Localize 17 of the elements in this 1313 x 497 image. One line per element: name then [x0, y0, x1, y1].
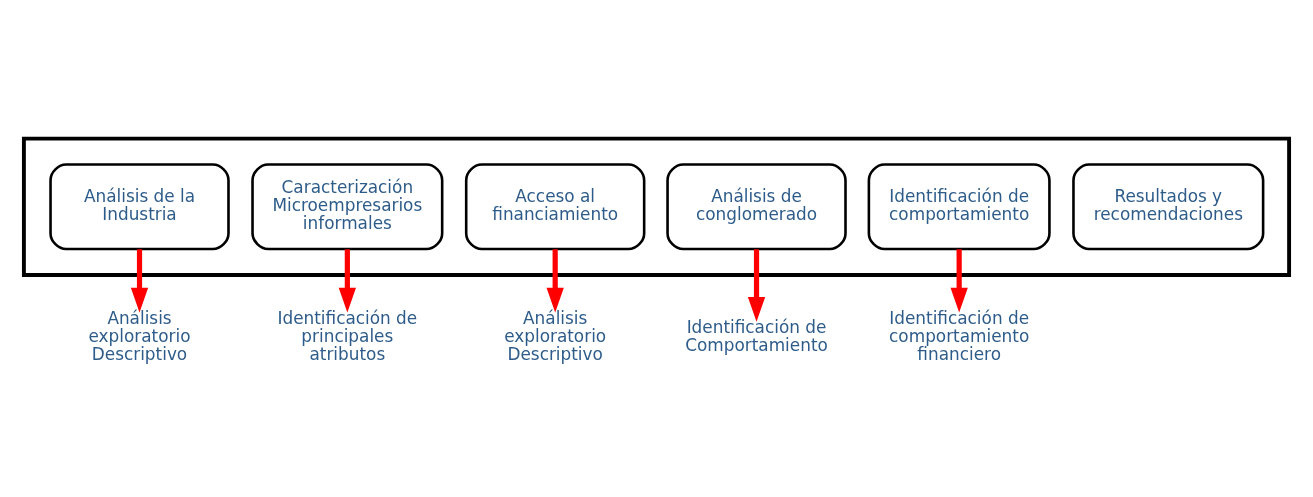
arrow — [338, 248, 356, 313]
node-text: Análisis exploratorio Descriptivo — [88, 307, 191, 364]
node-box: Caracterización Microempresarios informales — [251, 162, 444, 250]
node-box: Acceso al financiamiento — [464, 162, 646, 250]
arrow — [747, 248, 766, 322]
arrow — [950, 248, 968, 313]
arrow — [130, 248, 149, 313]
node-text: Identificación de principales atributos — [277, 307, 418, 364]
cluster — [21, 136, 1292, 277]
node-text: Identificación de Comportamiento — [685, 316, 828, 355]
node-box: Resultados y recomendaciones — [1072, 162, 1265, 250]
arrow — [546, 248, 564, 313]
node-box: Análisis de conglomerado — [666, 162, 847, 250]
node-box: Identificación de comportamiento — [867, 162, 1051, 250]
node-box: Análisis de la Industria — [49, 162, 230, 250]
node-text: Análisis exploratorio Descriptivo — [504, 307, 607, 364]
node-text: Identificación de comportamiento financiero — [889, 307, 1030, 364]
